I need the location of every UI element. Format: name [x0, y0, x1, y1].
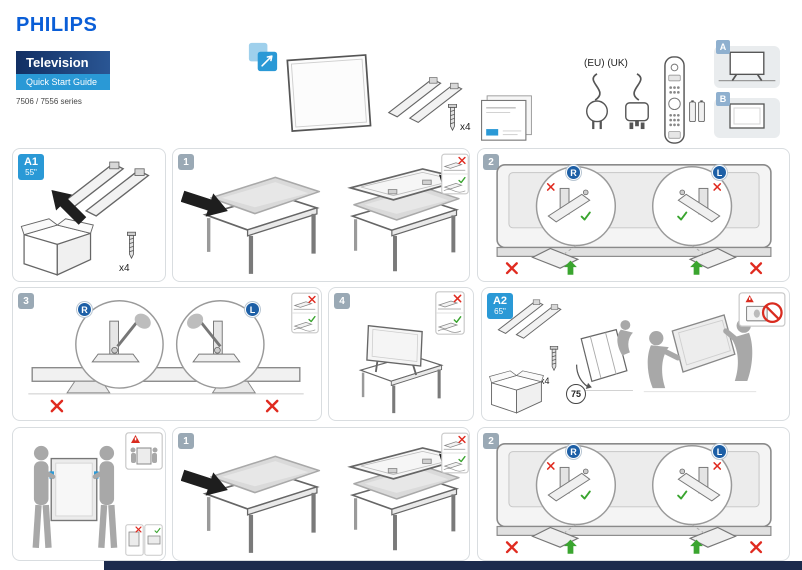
step-1-badge: 1 [178, 154, 194, 170]
footer-bar [104, 561, 802, 570]
step-2-badge: 2 [483, 154, 499, 170]
panel-a2: A2 65" x4 75 [481, 287, 790, 421]
a2-label: A2 [492, 295, 508, 307]
a2-screw-count-label: x4 [540, 376, 550, 386]
cover-table-scene [181, 442, 326, 558]
panel-step1-disassemble: 1 [172, 427, 470, 561]
marker-left-badge: L [712, 444, 727, 459]
screw-icon [549, 346, 559, 371]
philips-logo: PHILIPS [16, 14, 98, 36]
marker-right-badge: R [566, 165, 581, 180]
screw-count-label: x4 [460, 122, 471, 133]
series-label: 7506 / 7556 series [16, 97, 82, 106]
panel-step1-assemble: 1 [172, 148, 470, 282]
a2-weight-badge: 75 [566, 384, 586, 404]
marker-left-badge: L [712, 165, 727, 180]
screw-icon [126, 231, 137, 259]
do-dont-thumbnail [441, 153, 469, 195]
screw-stands-scene [17, 294, 315, 422]
screw-icon [448, 104, 457, 131]
a1-label: A1 [23, 156, 39, 168]
guide-banner: Quick Start Guide [16, 74, 110, 90]
product-banner: Television [16, 51, 110, 74]
carry-warning-thumbnail [125, 432, 163, 470]
carry-do-dont-thumbnails [125, 524, 163, 556]
step-4-badge: 4 [334, 293, 350, 309]
panel-step3-screw: 3 R L [12, 287, 322, 421]
a1-badge: A1 55" [18, 154, 44, 181]
packaging-box-illustration [489, 370, 544, 414]
do-dont-thumbnail [291, 292, 319, 334]
a2-badge: A2 65" [487, 293, 513, 320]
step-1-badge: 1 [178, 433, 194, 449]
a1-size-label: 55" [25, 167, 37, 177]
stand-insert-scene [480, 430, 788, 560]
panel-carry [12, 427, 166, 561]
option-b-badge: B [716, 92, 730, 106]
step-3-badge: 3 [18, 293, 34, 309]
wall-mount-icon [248, 42, 278, 72]
stand-insert-scene [480, 151, 788, 281]
marker-right-badge: R [77, 302, 92, 317]
two-person-carry-scene [23, 434, 125, 556]
panel-a1: A1 55" x4 [12, 148, 166, 282]
uk-power-cable-icon [624, 73, 650, 130]
tv-screen-illustration [286, 54, 372, 132]
brand-block: PHILIPS Television Quick Start Guide 750… [16, 14, 110, 106]
panel-step2-disassemble: 2 R L [477, 427, 790, 561]
do-dont-thumbnail [441, 432, 469, 474]
panel-step4-place: 4 [328, 287, 474, 421]
cables-region-label: (EU) (UK) [584, 58, 628, 69]
batteries-icon [689, 99, 705, 123]
eu-power-cable-icon [585, 72, 609, 130]
option-a-badge: A [716, 40, 730, 54]
marker-right-badge: R [566, 444, 581, 459]
remote-control-illustration [664, 56, 685, 144]
step-2-badge: 2 [483, 433, 499, 449]
a2-size-label: 65" [494, 306, 506, 316]
do-dont-thumbnail [435, 291, 465, 335]
panel-step2-assemble: 2 R L [477, 148, 790, 282]
no-press-screen-warning [738, 292, 786, 327]
a1-screw-count-label: x4 [119, 263, 130, 274]
quick-start-booklet-illustration [480, 95, 533, 141]
cover-table-scene [181, 163, 326, 279]
marker-left-badge: L [245, 302, 260, 317]
